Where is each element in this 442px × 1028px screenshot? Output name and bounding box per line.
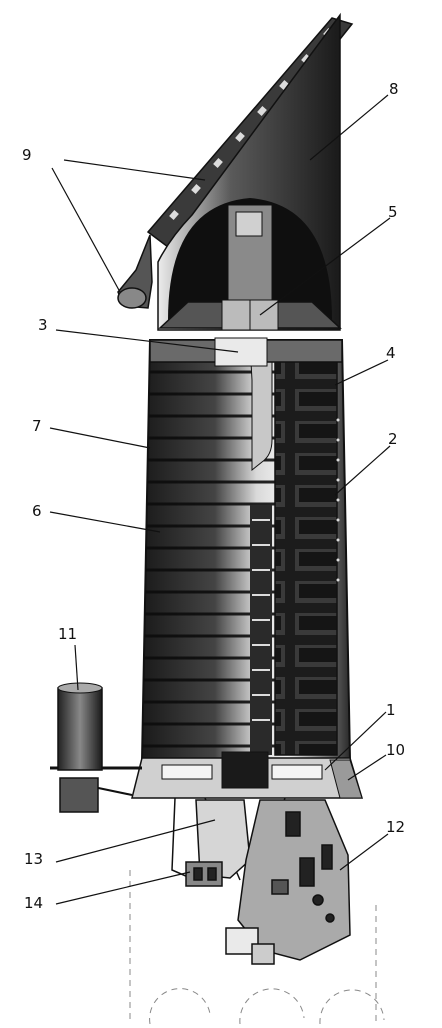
callout-9: 9 [22, 146, 32, 164]
callout-2: 2 [388, 430, 398, 448]
callout-4: 4 [386, 344, 396, 362]
side-tank [57, 682, 103, 813]
callout-6: 6 [32, 502, 42, 520]
callout-3: 3 [38, 316, 48, 334]
lower-apparatus [171, 797, 351, 965]
callout-13: 13 [24, 850, 44, 868]
callout-1: 1 [386, 701, 396, 719]
callout-7: 7 [32, 417, 42, 435]
callout-14: 14 [24, 894, 44, 912]
callout-8: 8 [389, 80, 399, 98]
callout-5: 5 [388, 203, 398, 221]
callout-12: 12 [386, 818, 406, 836]
base-ring [50, 751, 364, 799]
main-body [140, 337, 352, 761]
callout-10: 10 [386, 741, 406, 759]
leader-lines [49, 94, 391, 905]
upper-shroud [157, 12, 342, 331]
dashed-reference-lines [129, 870, 385, 1025]
callout-11: 11 [58, 625, 78, 643]
